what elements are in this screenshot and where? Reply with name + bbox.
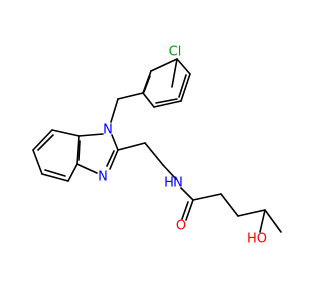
bond: [110, 98, 119, 123]
bond: [78, 133, 104, 137]
bond: [67, 163, 78, 182]
bond: [237, 209, 266, 217]
bond: [109, 149, 119, 170]
bond: [142, 92, 155, 108]
bond: [143, 75, 151, 93]
bond: [37, 134, 54, 151]
hydroxyl-label: HO: [247, 232, 267, 247]
bond: [180, 187, 194, 201]
bond: [44, 169, 66, 177]
bond: [153, 100, 182, 108]
bond: [78, 140, 81, 161]
carbonyl-oxygen-label: O: [176, 219, 186, 234]
bond: [220, 193, 239, 217]
bond: [180, 73, 191, 102]
bond: [41, 173, 69, 182]
bond: [76, 163, 98, 174]
atom-labels: Cl N N N H O HO: [98, 45, 267, 247]
bond: [162, 164, 177, 180]
bond: [185, 199, 194, 221]
bond: [32, 149, 43, 175]
bond: [32, 129, 53, 151]
bond: [144, 142, 164, 166]
bond-lines: [32, 58, 282, 233]
bond: [176, 58, 191, 75]
bond: [150, 58, 178, 72]
molecule-diagram: Cl N N N H O HO: [32, 45, 282, 247]
molecule-structure-canvas: Cl N N N H O HO: [32, 44, 282, 247]
amide-nitrogen-label: N: [173, 176, 183, 191]
ring-nitrogen-top-label: N: [103, 123, 113, 138]
bond: [171, 58, 178, 88]
amide-nitrogen-hydrogen-label: H: [164, 176, 174, 191]
bond: [264, 209, 282, 233]
ring-nitrogen-bottom-label: N: [98, 170, 108, 185]
bond: [155, 98, 178, 104]
chlorine-label: Cl: [169, 45, 182, 60]
bond: [178, 74, 187, 98]
bond: [106, 150, 115, 167]
bond: [181, 201, 189, 220]
bond: [111, 134, 119, 151]
bond: [117, 92, 144, 100]
bond: [76, 135, 80, 165]
bond: [51, 129, 80, 137]
bond: [117, 142, 146, 151]
bond: [259, 209, 266, 233]
bond: [192, 193, 222, 201]
